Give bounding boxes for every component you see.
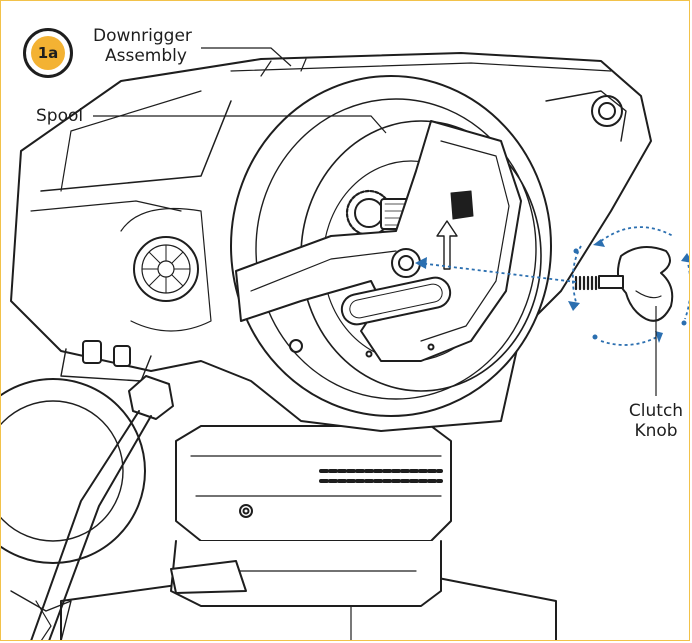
spool-label: Spool <box>36 106 84 126</box>
downrigger-assembly-label: Downrigger Assembly <box>93 26 192 66</box>
assembly-label-line1: Downrigger <box>93 26 192 46</box>
rotate-top-arc <box>600 226 674 242</box>
motor-vent <box>133 236 199 302</box>
swivel-base <box>175 425 452 542</box>
spool-leader <box>93 115 387 134</box>
hex-nut <box>128 375 174 420</box>
line-guide-ring <box>1 378 146 564</box>
insert-arrow <box>418 262 577 283</box>
step-badge: 1a <box>23 28 73 78</box>
rotate-bottom-arc <box>600 335 660 346</box>
step-number: 1a <box>31 36 65 70</box>
clutch-label-line2: Knob <box>634 421 678 441</box>
assembly-leader <box>201 47 292 67</box>
clutch-knob-label: Clutch Knob <box>621 401 689 441</box>
spool-slot <box>340 276 452 326</box>
base-lever <box>170 560 247 594</box>
clutch-knob <box>616 246 674 322</box>
assembly-label-line2: Assembly <box>105 46 187 66</box>
clutch-label-line1: Clutch <box>628 401 684 421</box>
